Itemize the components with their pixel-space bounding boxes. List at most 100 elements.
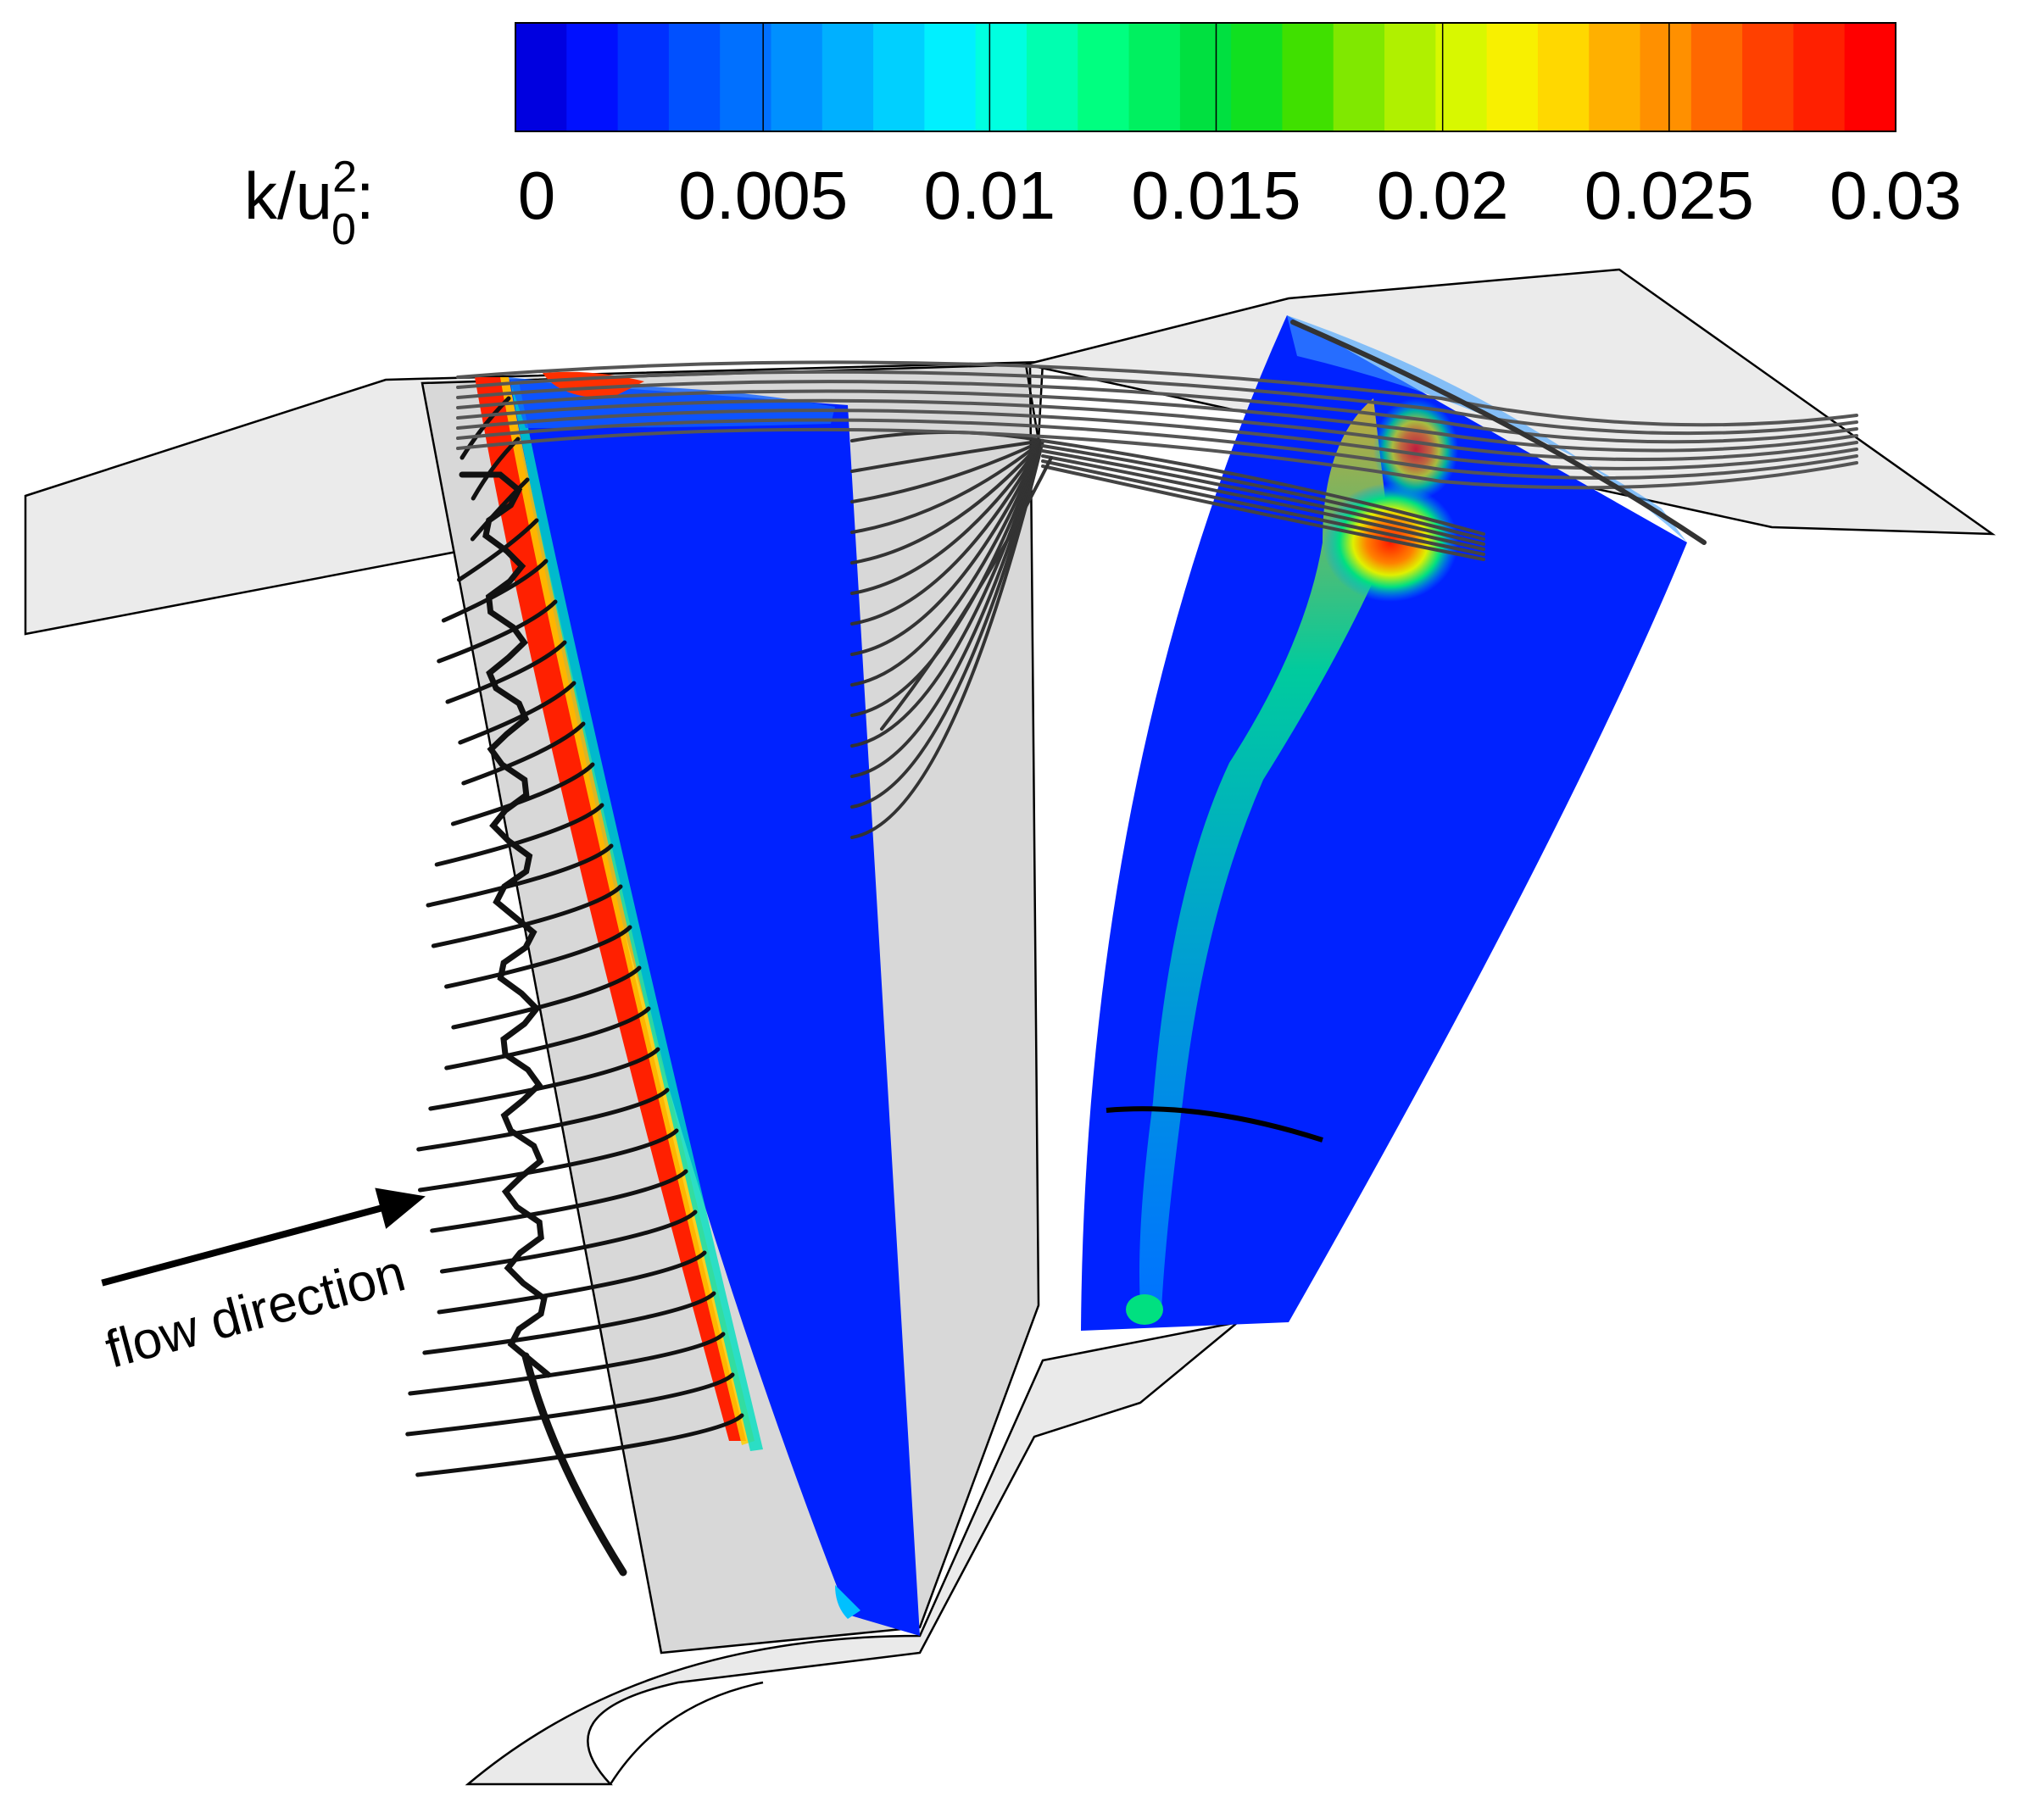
streamline-casing [456, 370, 1858, 436]
streamline-leading-edge [445, 640, 567, 704]
streamline-tip-leakage [850, 439, 1044, 564]
colorbar-cell [720, 23, 772, 131]
hub-lower-arc [609, 1681, 764, 1785]
streamline-tip-leakage [850, 439, 1044, 809]
streamline-leading-edge [416, 1087, 670, 1152]
colorbar-cell [668, 23, 721, 131]
colorbar-tick-labels: 0 0.005 0.01 0.015 0.02 0.025 0.03 [518, 158, 1962, 233]
colorbar-cell [1282, 23, 1334, 131]
streamline-tip-leakage [850, 439, 1044, 473]
streamline-leading-edge [439, 1210, 698, 1274]
flow-direction-annotation: flow direction [100, 1187, 426, 1380]
streamline-leading-edge [422, 1291, 716, 1355]
contour-region-root-hot-2 [1126, 1294, 1163, 1325]
streamline-passage [1041, 449, 1485, 546]
streamline-casing [456, 398, 1858, 462]
colorbar-cell [1690, 23, 1743, 131]
colorbar-cell [975, 23, 1028, 131]
streamline-leading-edge [426, 843, 614, 908]
streamline-leading-edge [470, 477, 530, 542]
blade2-midspan-line [1106, 1106, 1323, 1143]
colorbar-cell [1128, 23, 1181, 131]
contour-region-low-2 [1081, 315, 1687, 1331]
colorbar-dividers [762, 23, 1670, 131]
streamline-casing [456, 360, 1858, 427]
colorbar-cell [1537, 23, 1590, 131]
colorbar-gradient [515, 23, 1896, 131]
colorbar-cell [1026, 23, 1079, 131]
streamline-passage [1041, 454, 1485, 551]
colorbar-tick-label: 0.03 [1830, 158, 1962, 233]
streamline-leading-edge [451, 965, 642, 1030]
streamline-leading-edge [461, 721, 586, 786]
colorbar-tick-label: 0.005 [678, 158, 848, 233]
streamline-leading-edge [458, 681, 576, 745]
streamline-upper [1290, 320, 1707, 545]
streamline-casing [456, 427, 1858, 490]
streamline-casing [456, 389, 1858, 453]
colorbar-cell [1742, 23, 1795, 131]
colorbar-tick-label: 0.02 [1377, 158, 1509, 233]
colorbar-cell [1384, 23, 1437, 131]
contour-region-hotspot [1323, 483, 1458, 602]
streamline-leading-edge [408, 1332, 726, 1396]
streamline-leading-edge [431, 884, 623, 948]
colorbar-cell [617, 23, 670, 131]
streamline-casing [456, 380, 1858, 444]
streamline-tip-leakage [850, 439, 1044, 656]
streamline-vortex-tail [521, 1352, 627, 1577]
streamline-leading-edge [434, 803, 604, 867]
colorbar-cell [1231, 23, 1284, 131]
colorbar-cell [515, 23, 568, 131]
colorbar-cell [1640, 23, 1692, 131]
flow-direction-arrowhead [375, 1187, 426, 1229]
streamline-tip-leakage [850, 439, 1044, 748]
colorbar-cell [1844, 23, 1896, 131]
colorbar-tick-label: 0 [518, 158, 556, 233]
flow-direction-label: flow direction [100, 1243, 411, 1379]
colorbar-cell [1179, 23, 1232, 131]
streamline-leading-edge [405, 1372, 735, 1437]
streamline-leading-edge [415, 1413, 744, 1477]
streamlines [405, 320, 1858, 1577]
streamline-leading-edge [437, 1250, 707, 1315]
streamline-tip-leakage [850, 439, 1044, 595]
contour-region-streak [1139, 398, 1390, 1310]
streamline-leading-edge [444, 1006, 651, 1071]
colorbar-cell [1435, 23, 1488, 131]
streamline-casing [456, 418, 1858, 480]
colorbar-tick-label: 0.01 [923, 158, 1055, 233]
colorbar-tick-label: 0.015 [1131, 158, 1300, 233]
colorbar-tick-label: 0.025 [1585, 158, 1754, 233]
colorbar-cell [1486, 23, 1539, 131]
streamline-vortex-core [459, 471, 552, 1378]
streamline-separation [880, 456, 1053, 731]
colorbar-cell [1333, 23, 1385, 131]
streamline-passage [1041, 464, 1485, 561]
streamline-leading-edge [430, 1169, 688, 1233]
colorbar-cell [821, 23, 874, 131]
contour-region-low [475, 377, 920, 1636]
streamline-passage [1041, 444, 1485, 541]
contour-region-mid-band [510, 381, 763, 1451]
colorbar-cell [566, 23, 619, 131]
colorbar-cell [1793, 23, 1846, 131]
streamline-tip-leakage [850, 439, 1044, 503]
colorbar-frame [515, 22, 1896, 132]
streamline-casing [456, 409, 1858, 470]
colorbar-cell [1078, 23, 1130, 131]
streamline-tip-leakage [850, 439, 1044, 839]
streamline-tip-leakage [850, 439, 1044, 626]
streamline-passage [1041, 439, 1485, 536]
contour-region-tip-2 [1287, 315, 1687, 542]
streamline-leading-edge [417, 1128, 679, 1193]
streamline-tip-leakage [850, 439, 1044, 534]
colorbar-cell [1589, 23, 1641, 131]
streamline-leading-edge [441, 559, 549, 623]
hub-surface [465, 1321, 1239, 1786]
colorbar-cell [873, 23, 926, 131]
flow-direction-arrow-shaft [101, 1204, 386, 1287]
streamline-tip-leakage [850, 439, 1044, 687]
